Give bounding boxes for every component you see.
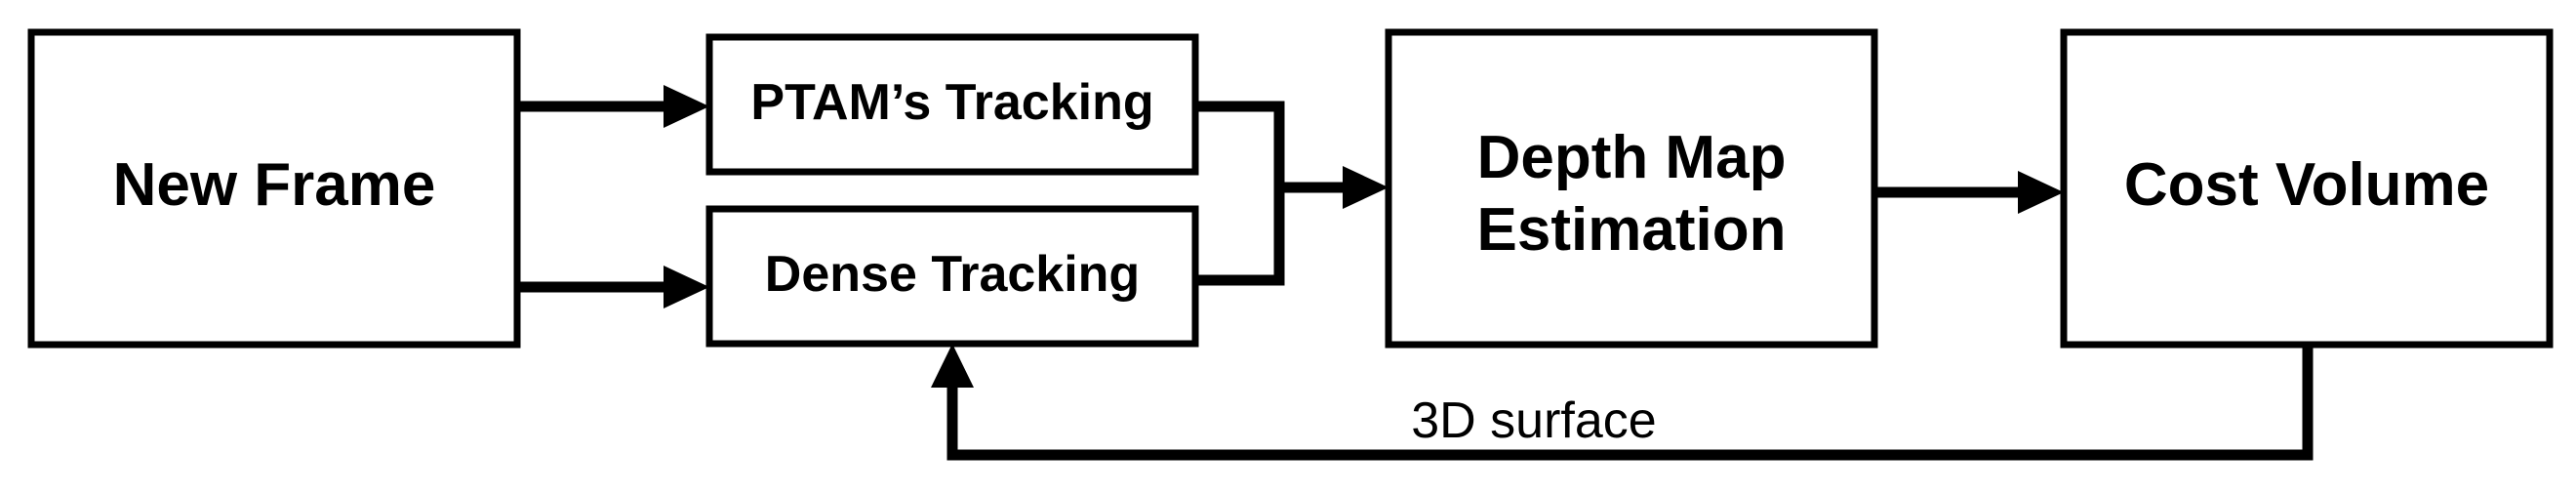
node-ptam-tracking-label: PTAM’s Tracking: [750, 74, 1153, 131]
edge-new-frame-to-dense: [517, 266, 709, 309]
node-cost-volume: Cost Volume: [2060, 28, 2554, 349]
node-cost-volume-label: Cost Volume: [2124, 151, 2489, 219]
node-depth-map-label-line2: Estimation: [1477, 196, 1787, 264]
edge-tracking-merge-to-depth: [1195, 101, 1389, 286]
node-dense-tracking-label: Dense Tracking: [765, 246, 1140, 303]
node-new-frame: New Frame: [27, 28, 521, 349]
node-depth-map-label-line1: Depth Map: [1477, 124, 1787, 191]
arrowhead-icon: [664, 266, 709, 309]
arrowhead-icon: [931, 344, 974, 388]
arrowhead-icon: [1343, 166, 1389, 209]
node-depth-map-estimation: Depth Map Estimation: [1385, 28, 1878, 349]
edge-depth-to-cost-volume: [1874, 171, 2064, 214]
node-new-frame-label: New Frame: [113, 151, 436, 219]
node-dense-tracking: Dense Tracking: [705, 205, 1199, 348]
edge-feedback-3d-surface: 3D surface: [931, 344, 2314, 461]
arrowhead-icon: [2018, 171, 2064, 214]
edge-feedback-label: 3D surface: [1411, 392, 1656, 449]
edge-new-frame-to-ptam: [517, 85, 709, 128]
arrowhead-icon: [664, 85, 709, 128]
node-ptam-tracking: PTAM’s Tracking: [705, 33, 1199, 176]
